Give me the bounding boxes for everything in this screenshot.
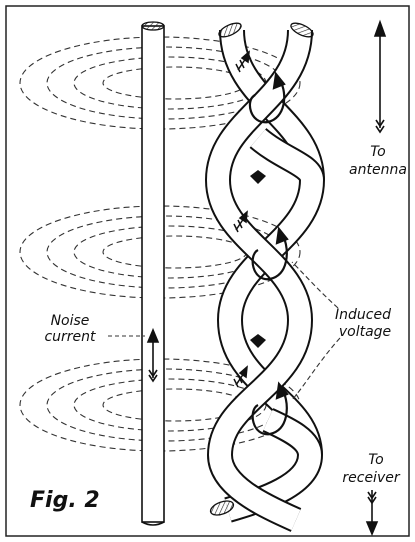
induced-current-loops: [248, 71, 289, 436]
noise-wire: [141, 21, 165, 526]
to-antenna-label-line2: antenna: [349, 162, 407, 178]
to-antenna-arrow-icon: [373, 19, 387, 134]
induced-voltage-leaders: [291, 261, 341, 401]
wire-current-arrows: [233, 50, 250, 388]
noise-current-label-line1: Noise: [51, 313, 90, 329]
wire-end-caps: [209, 22, 314, 516]
to-receiver-label-line2: receiver: [342, 470, 400, 486]
figure-label: Fig. 2: [30, 488, 100, 513]
noise-current-label-line2: current: [44, 329, 96, 345]
to-receiver-label-line1: To: [368, 452, 383, 468]
to-receiver-arrow-icon: [365, 490, 379, 537]
induced-voltage-label-line1: Induced: [335, 307, 391, 323]
figure-frame: [5, 5, 410, 537]
twisted-pair: [204, 29, 326, 532]
noise-current-arrow-icon: [146, 327, 160, 383]
induced-voltage-label-line2: voltage: [339, 324, 391, 340]
crossover-marks: [250, 170, 266, 348]
to-antenna-label-line1: To: [370, 144, 385, 160]
